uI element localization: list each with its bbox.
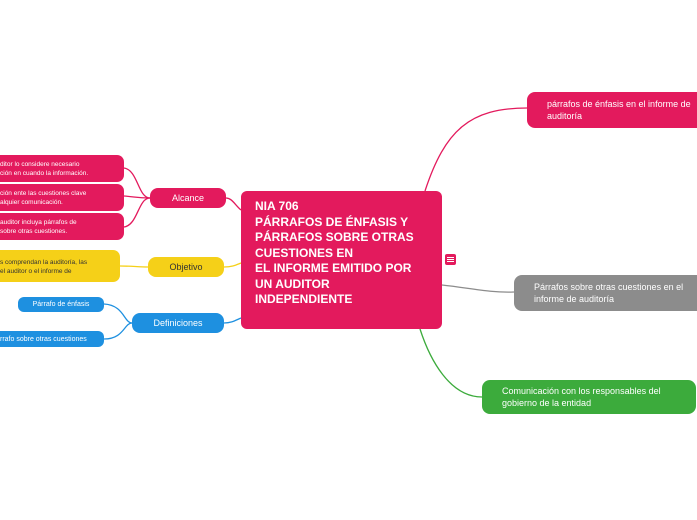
- topic-alcance[interactable]: Alcance: [150, 188, 226, 208]
- notes-icon[interactable]: [445, 254, 456, 265]
- alcance-item-2-line: ción ente las cuestiones clave: [0, 190, 87, 197]
- central-topic-line: UN AUDITOR: [255, 276, 330, 291]
- central-topic-line: PÁRRAFOS SOBRE OTRAS: [255, 230, 414, 244]
- alcance-item-1-line: ción en cuando la información.: [0, 170, 89, 177]
- central-topic-line: CUESTIONES EN: [255, 245, 354, 260]
- topic-parrafos-enfasis-line: párrafos de énfasis en el informe de: [547, 99, 691, 109]
- objetivo-item-1-line: el auditor o el informe de: [0, 268, 72, 275]
- topic-definiciones-label: Definiciones: [153, 318, 203, 328]
- definiciones-item-2-label: rrafo sobre otras cuestiones: [0, 335, 87, 343]
- central-topic-line: PÁRRAFOS DE ÉNFASIS Y: [255, 214, 409, 229]
- topic-alcance-label: Alcance: [171, 193, 205, 203]
- topic-definiciones[interactable]: Definiciones: [132, 313, 224, 333]
- definiciones-item-1-label: Párrafo de énfasis: [32, 301, 90, 308]
- connector-comunicacion: [419, 328, 483, 398]
- central-topic-line: NIA 706: [255, 199, 299, 213]
- alcance-item-1[interactable]: ditor lo considere necesario ción en cua…: [0, 155, 124, 182]
- objetivo-item-1-line: s comprendan la auditoría, las: [0, 259, 88, 266]
- definiciones-item-otras-cuestiones[interactable]: rrafo sobre otras cuestiones: [0, 331, 104, 347]
- connector-parrafos-enfasis: [424, 107, 528, 192]
- objetivo-item-1[interactable]: s comprendan la auditoría, las el audito…: [0, 250, 120, 282]
- alcance-item-3[interactable]: auditor incluya párrafos de sobre otras …: [0, 213, 124, 240]
- topic-comunicacion[interactable]: Comunicación con los responsables del go…: [482, 380, 696, 414]
- alcance-item-2[interactable]: ción ente las cuestiones clave alquier c…: [0, 184, 124, 211]
- topic-parrafos-enfasis[interactable]: párrafos de énfasis en el informe de aud…: [527, 92, 697, 128]
- topic-otras-cuestiones[interactable]: Párrafos sobre otras cuestiones en el in…: [514, 275, 697, 311]
- alcance-item-3-line: auditor incluya párrafos de: [0, 219, 77, 226]
- topic-objetivo-label: Objetivo: [169, 262, 203, 272]
- central-topic[interactable]: NIA 706 PÁRRAFOS DE ÉNFASIS Y PÁRRAFOS S…: [241, 191, 442, 329]
- alcance-item-2-line: alquier comunicación.: [0, 199, 63, 206]
- topic-comunicacion-line: gobierno de la entidad: [502, 398, 592, 408]
- definiciones-item-parrafo-enfasis[interactable]: Párrafo de énfasis: [18, 297, 104, 312]
- alcance-item-3-line: sobre otras cuestiones.: [0, 228, 68, 235]
- connector-alcance: [225, 197, 242, 211]
- connector-objetivo: [223, 262, 242, 268]
- alcance-item-1-line: ditor lo considere necesario: [0, 161, 80, 168]
- topic-otras-cuestiones-line: Párrafos sobre otras cuestiones en el: [534, 282, 684, 292]
- connector-otras-cuestiones: [441, 284, 515, 293]
- topic-comunicacion-line: Comunicación con los responsables del: [502, 386, 661, 396]
- central-topic-line: EL INFORME EMITIDO POR: [255, 261, 412, 275]
- topic-objetivo[interactable]: Objetivo: [148, 257, 224, 277]
- central-topic-line: INDEPENDIENTE: [255, 292, 353, 306]
- connector-definiciones: [223, 317, 242, 324]
- topic-parrafos-enfasis-line: auditoría: [547, 111, 583, 121]
- topic-otras-cuestiones-line: informe de auditoría: [534, 294, 615, 304]
